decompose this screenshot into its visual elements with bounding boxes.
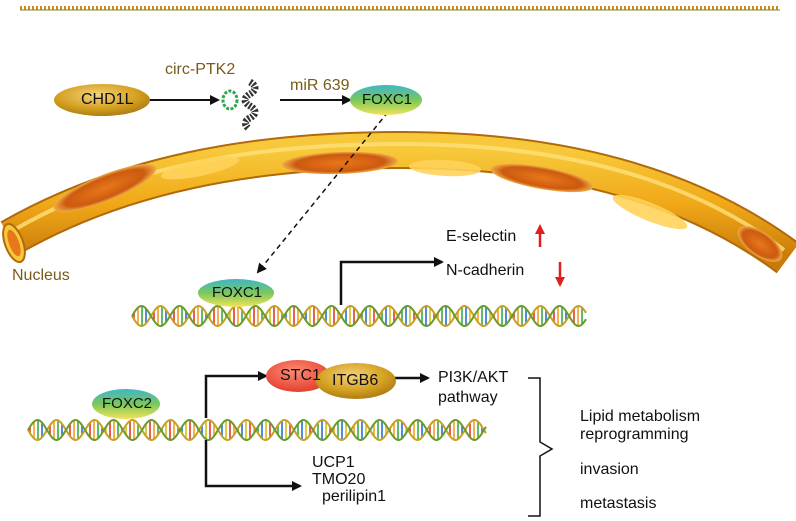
foxc1-dna-label: FOXC1: [212, 284, 263, 301]
dna-helix-upper: [131, 305, 587, 327]
circ-ptk2-label: circ-PTK2: [165, 61, 236, 78]
chd1l-ellipse: [54, 84, 150, 116]
perilipin1-label: perilipin1: [322, 488, 387, 505]
stc1-label: STC1: [280, 367, 321, 384]
e-selectin-label: E-selectin: [446, 228, 517, 245]
foxc2-ellipse: [92, 389, 160, 419]
circ-rna-ring: [221, 89, 239, 111]
foxc1-dna-ellipse: [198, 279, 274, 307]
pi3k-akt-label: PI3K/AKT: [438, 369, 509, 386]
foxc1-top-ellipse: [350, 85, 422, 115]
mir639-label: miR 639: [290, 77, 350, 94]
arrow-foxc1-translocation: [256, 111, 389, 274]
itgb6-label: ITGB6: [332, 372, 379, 389]
arrow-transcription-upper: [339, 257, 444, 305]
dna-strand: [27, 419, 487, 441]
foxc1-top-label: FOXC1: [362, 91, 413, 108]
lipid-metabolism-label: Lipid metabolism: [580, 408, 701, 425]
itgb6-ellipse: [316, 363, 396, 399]
outcome-bracket: [528, 377, 554, 517]
n-cadherin-label: N-cadherin: [446, 262, 525, 279]
chd1l-label: CHD1L: [81, 91, 134, 108]
arrow-foxc2-stc1: [204, 371, 268, 418]
invasion-label: invasion: [580, 461, 639, 478]
nucleus-membrane: [0, 130, 796, 274]
metastasis-label: metastasis: [580, 495, 657, 512]
foxc2-label: FOXC2: [102, 395, 153, 412]
stc1-ellipse: [266, 360, 330, 392]
top-dna-strip: [20, 6, 780, 11]
reprogramming-label: reprogramming: [580, 426, 689, 443]
dna-helix-lower: [27, 419, 487, 441]
pathway-label: pathway: [438, 389, 498, 406]
tmo20-label: TMO20: [312, 471, 366, 488]
nucleus-label: Nucleus: [12, 267, 70, 284]
mirna-squiggle: [241, 78, 259, 131]
ucp1-label: UCP1: [312, 454, 355, 471]
dna-strand: [131, 305, 587, 327]
arrow-foxc2-ucp1: [204, 440, 302, 491]
